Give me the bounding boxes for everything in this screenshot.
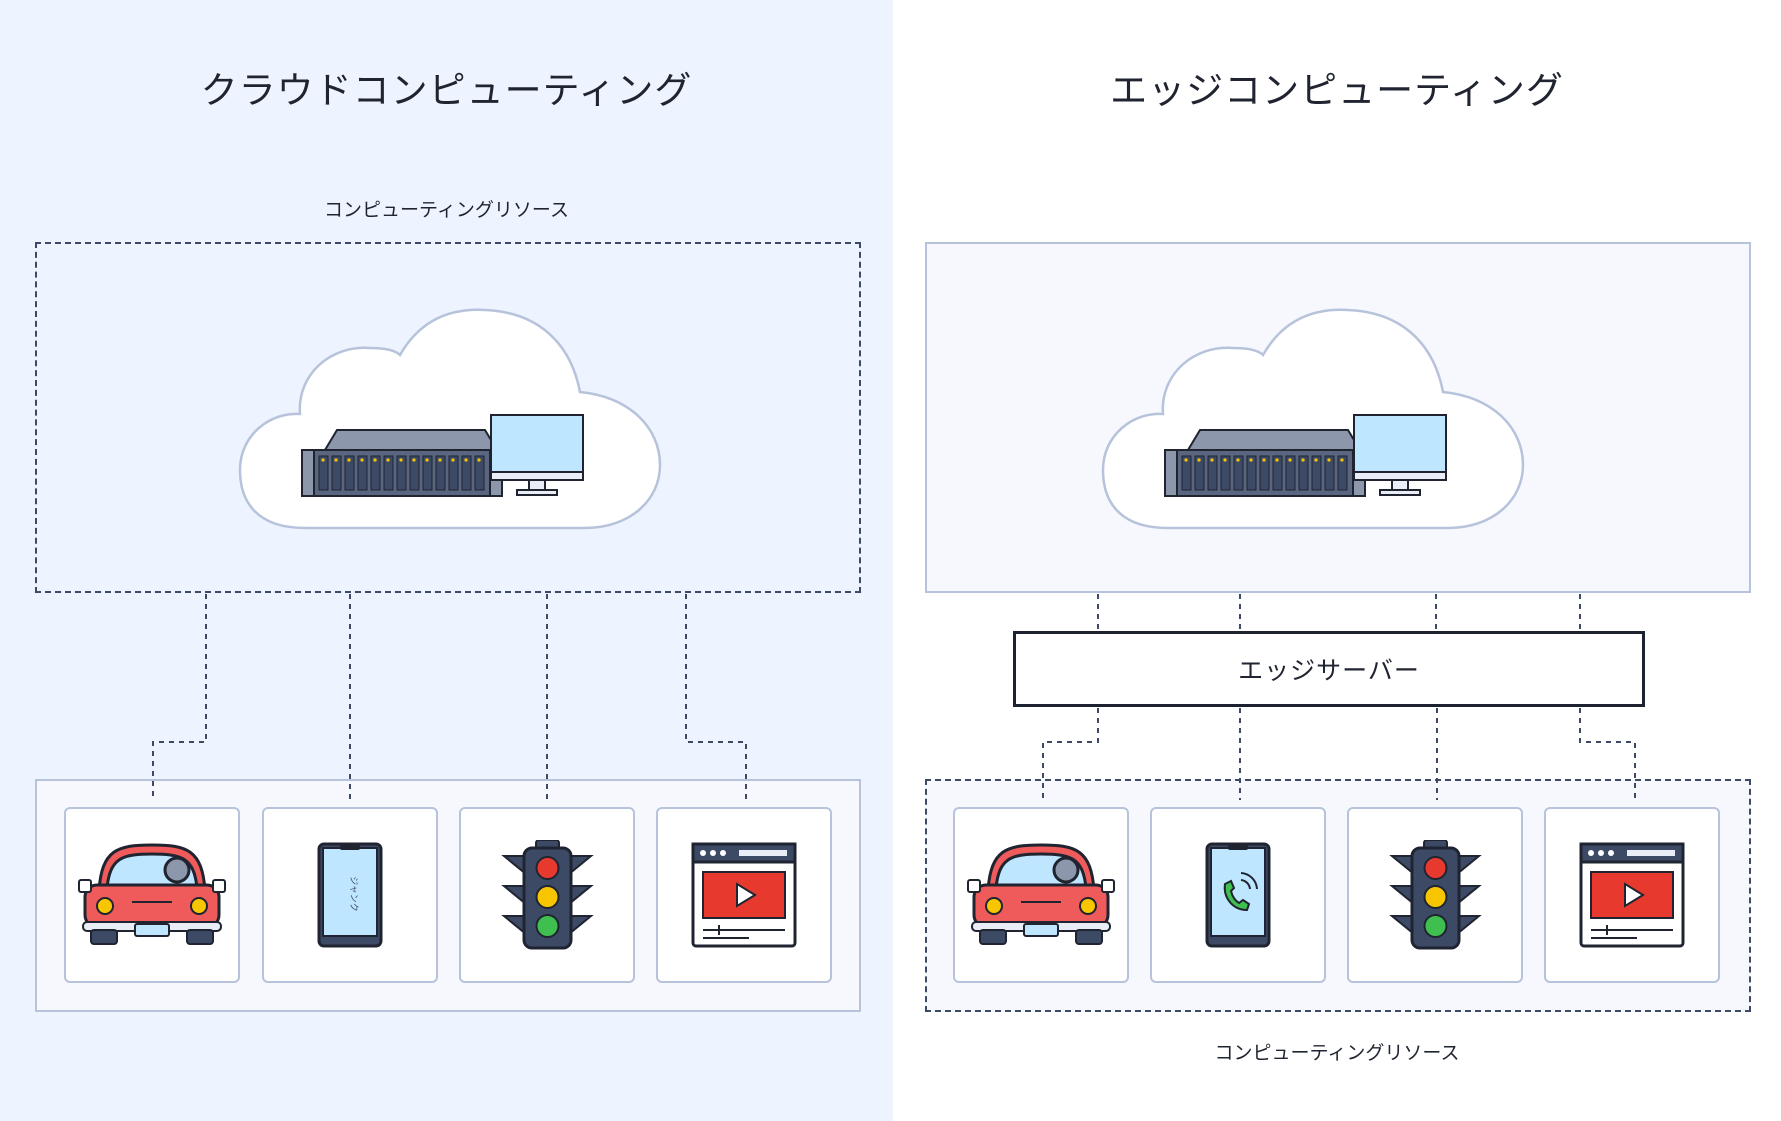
cloud-icon xyxy=(238,308,662,530)
cloud-resource-box xyxy=(35,242,861,593)
smartphone-icon: ジャンク xyxy=(317,842,383,948)
traffic-light-card xyxy=(459,807,635,983)
car-card xyxy=(953,807,1129,983)
server-rack-icon xyxy=(1164,429,1366,497)
edge-computing-title: エッジコンピューティング xyxy=(1110,69,1564,112)
car-icon xyxy=(78,843,226,945)
phone-screen-text: ジャンク xyxy=(348,876,359,912)
monitor-icon xyxy=(1353,414,1447,496)
phone-call-icon xyxy=(1223,872,1258,912)
traffic-light-card xyxy=(1347,807,1523,983)
video-player-card xyxy=(1544,807,1720,983)
traffic-light-icon xyxy=(500,840,594,950)
server-rack-icon xyxy=(301,429,503,497)
cloud-icon xyxy=(1101,308,1525,530)
smartphone-card xyxy=(1150,807,1326,983)
smartphone-icon xyxy=(1205,842,1271,948)
monitor-icon xyxy=(490,414,584,496)
car-card xyxy=(64,807,240,983)
edge-resource-label: コンピューティングリソース xyxy=(1214,1042,1460,1064)
smartphone-card: ジャンク xyxy=(262,807,438,983)
video-player-icon xyxy=(691,842,797,948)
cloud-resource-label: コンピューティングリソース xyxy=(324,199,569,221)
video-player-card xyxy=(656,807,832,983)
cloud-computing-title: クラウドコンピューティング xyxy=(200,69,693,112)
video-player-icon xyxy=(1579,842,1685,948)
traffic-light-icon xyxy=(1388,840,1482,950)
edge-server-box: エッジサーバー xyxy=(1013,631,1645,707)
car-icon xyxy=(967,843,1115,945)
